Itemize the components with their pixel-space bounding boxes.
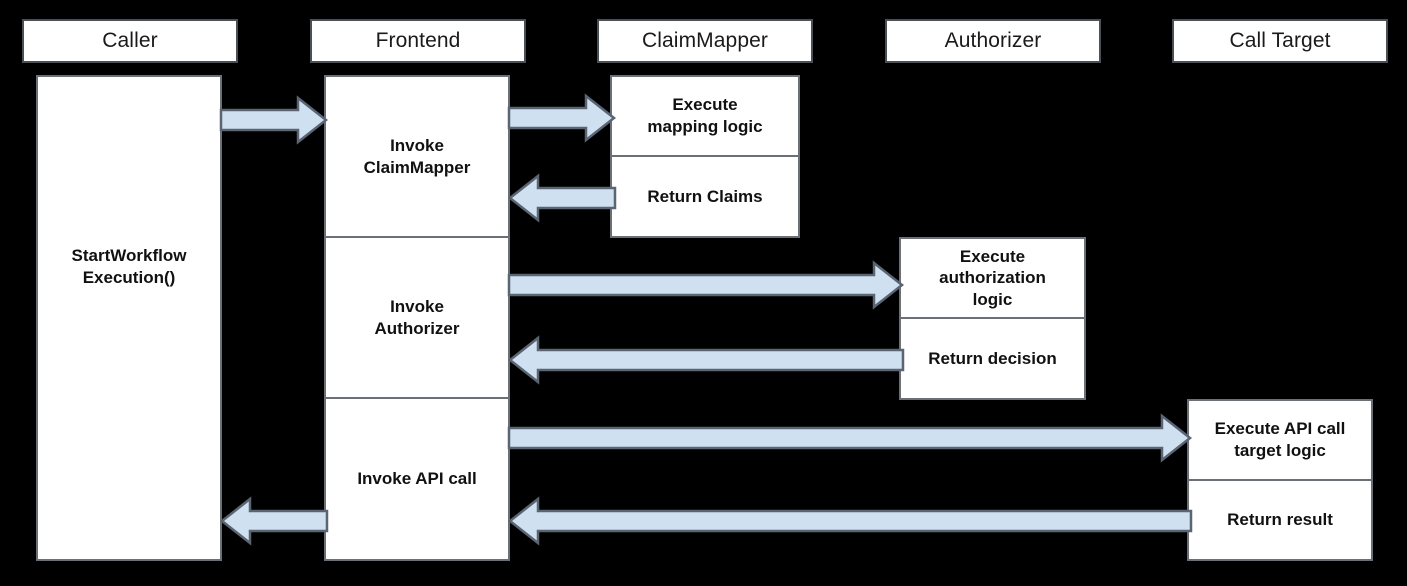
- activation-invoke-authorizer[interactable]: Invoke Authorizer: [324, 237, 510, 398]
- activation-execute-mapping-logic-label: Execute mapping logic: [647, 95, 763, 136]
- activation-return-claims-label: Return Claims: [647, 186, 763, 206]
- message-arrow-claimmapper-to-frontend[interactable]: [507, 173, 617, 223]
- lifeline-header-authorizer-label: Authorizer: [944, 29, 1042, 52]
- lifeline-header-frontend-label: Frontend: [375, 29, 461, 52]
- activation-execute-authorization-logic[interactable]: Execute authorization logic: [899, 237, 1086, 318]
- lifeline-header-authorizer[interactable]: Authorizer: [885, 19, 1101, 63]
- message-arrow-calltarget-to-frontend[interactable]: [507, 496, 1193, 546]
- message-arrow-frontend-to-authorizer[interactable]: [507, 260, 905, 310]
- activation-invoke-authorizer-label: Invoke Authorizer: [374, 296, 460, 338]
- activation-start-workflow-execution-label: StartWorkflow Execution(): [71, 246, 187, 287]
- activation-stack-frontend: Invoke ClaimMapper Invoke Authorizer Inv…: [324, 75, 510, 561]
- message-arrow-caller-to-frontend[interactable]: [219, 95, 329, 145]
- activation-invoke-claimmapper[interactable]: Invoke ClaimMapper: [324, 75, 510, 237]
- message-arrow-frontend-to-claimmapper[interactable]: [507, 93, 617, 143]
- message-arrow-authorizer-to-frontend[interactable]: [507, 335, 905, 385]
- activation-stack-authorizer: Execute authorization logic Return decis…: [899, 237, 1086, 400]
- lifeline-header-claimmapper[interactable]: ClaimMapper: [597, 19, 813, 63]
- activation-invoke-api-call[interactable]: Invoke API call: [324, 398, 510, 561]
- activation-return-result-label: Return result: [1227, 510, 1333, 530]
- activation-execute-authorization-logic-label: Execute authorization logic: [939, 246, 1046, 309]
- lifeline-header-caller-label: Caller: [102, 29, 158, 52]
- lifeline-header-calltarget-label: Call Target: [1229, 29, 1331, 52]
- activation-execute-api-call-target-logic-label: Execute API call target logic: [1214, 419, 1346, 460]
- activation-return-decision-label: Return decision: [928, 348, 1057, 368]
- activation-return-result[interactable]: Return result: [1187, 480, 1373, 561]
- lifeline-header-claimmapper-label: ClaimMapper: [642, 29, 768, 52]
- lifeline-header-frontend[interactable]: Frontend: [310, 19, 526, 63]
- activation-start-workflow-execution[interactable]: StartWorkflow Execution(): [36, 75, 222, 561]
- activation-return-claims[interactable]: Return Claims: [610, 156, 800, 238]
- activation-invoke-api-call-label: Invoke API call: [357, 469, 477, 489]
- activation-invoke-claimmapper-label: Invoke ClaimMapper: [363, 135, 471, 177]
- activation-stack-claimmapper: Execute mapping logic Return Claims: [610, 75, 800, 238]
- lifeline-header-caller[interactable]: Caller: [22, 19, 238, 63]
- activation-return-decision[interactable]: Return decision: [899, 318, 1086, 400]
- activation-stack-calltarget: Execute API call target logic Return res…: [1187, 399, 1373, 561]
- activation-execute-api-call-target-logic[interactable]: Execute API call target logic: [1187, 399, 1373, 480]
- lifeline-header-calltarget[interactable]: Call Target: [1172, 19, 1388, 63]
- activation-execute-mapping-logic[interactable]: Execute mapping logic: [610, 75, 800, 156]
- message-arrow-frontend-to-calltarget[interactable]: [507, 413, 1193, 463]
- message-arrow-frontend-to-caller[interactable]: [219, 496, 329, 546]
